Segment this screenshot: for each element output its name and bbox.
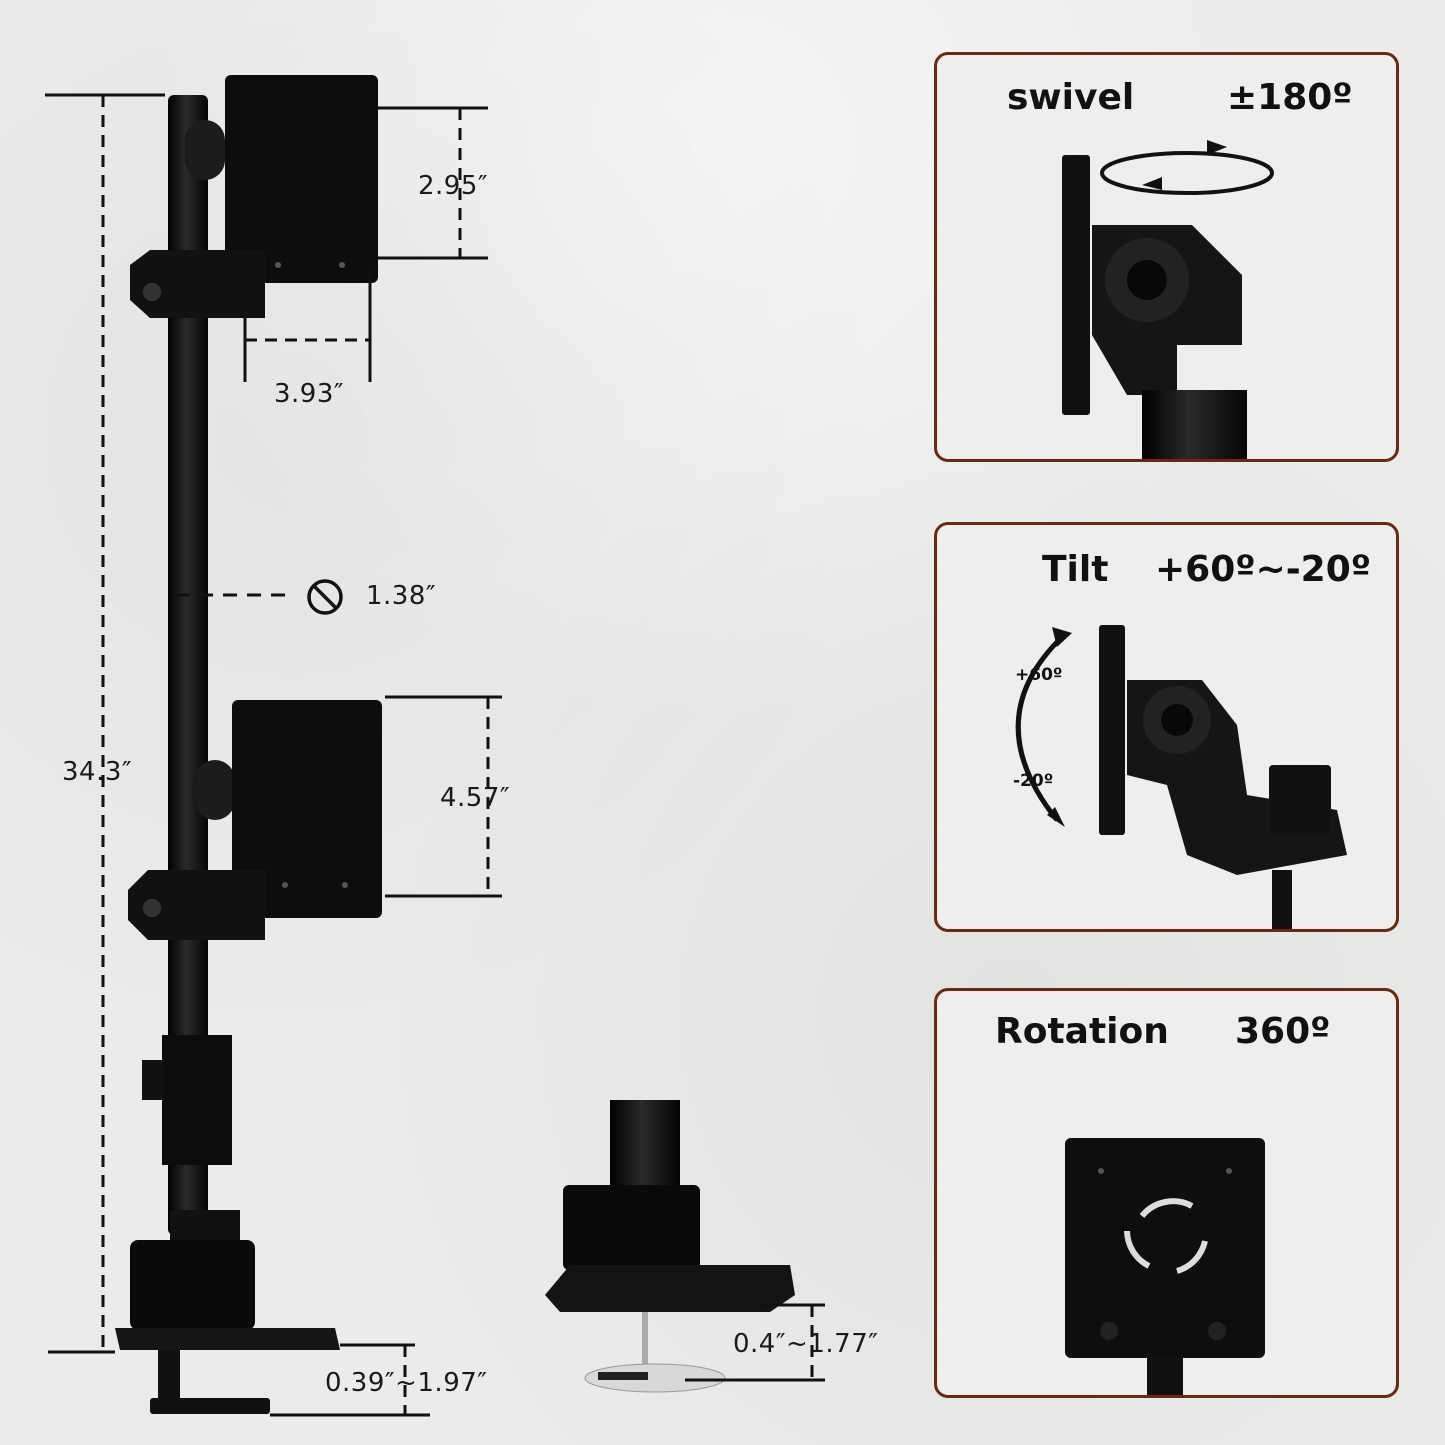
dim-grommet-range: 0.4″~1.77″ [733, 1329, 879, 1359]
dim-top-plate-width: 3.93″ [274, 379, 345, 409]
dim-pole-diameter: 1.38″ [366, 581, 437, 611]
rotation-value: 360º [1235, 1011, 1331, 1052]
rotate-arrows-icon [1124, 1198, 1208, 1274]
rotation-label: Rotation [995, 1011, 1169, 1052]
diameter-icon [307, 579, 343, 615]
swivel-value: ±180º [1227, 77, 1353, 118]
dim-top-plate-height: 2.95″ [418, 171, 489, 201]
dim-lower-plate-height: 4.57″ [440, 783, 511, 813]
arrow-left-icon [1142, 177, 1162, 190]
tilt-value: +60º~-20º [1155, 549, 1372, 590]
dim-total-height: 34.3″ [62, 757, 133, 787]
arrow-up-icon [1052, 627, 1072, 647]
tilt-label: Tilt [1042, 549, 1109, 590]
grommet-base [545, 1100, 795, 1393]
top-vesa-plate [130, 75, 378, 318]
arrow-down-icon [1047, 807, 1065, 827]
swivel-label: swivel [1007, 77, 1135, 118]
swivel-illustration [1062, 140, 1274, 459]
arrow-right-icon [1207, 140, 1227, 155]
rotation-panel: Rotation 360º [934, 988, 1399, 1398]
rotation-illustration [1065, 1138, 1265, 1395]
tilt-illustration [1015, 625, 1347, 929]
dim-clamp-range: 0.39″~1.97″ [325, 1368, 488, 1398]
dimension-lines [45, 93, 825, 1417]
swivel-panel: swivel ±180º [934, 52, 1399, 462]
desk-clamp [115, 1240, 340, 1414]
tilt-panel: Tilt +60º~-20º +60º -20º [934, 522, 1399, 932]
lower-vesa-plate [128, 700, 382, 940]
